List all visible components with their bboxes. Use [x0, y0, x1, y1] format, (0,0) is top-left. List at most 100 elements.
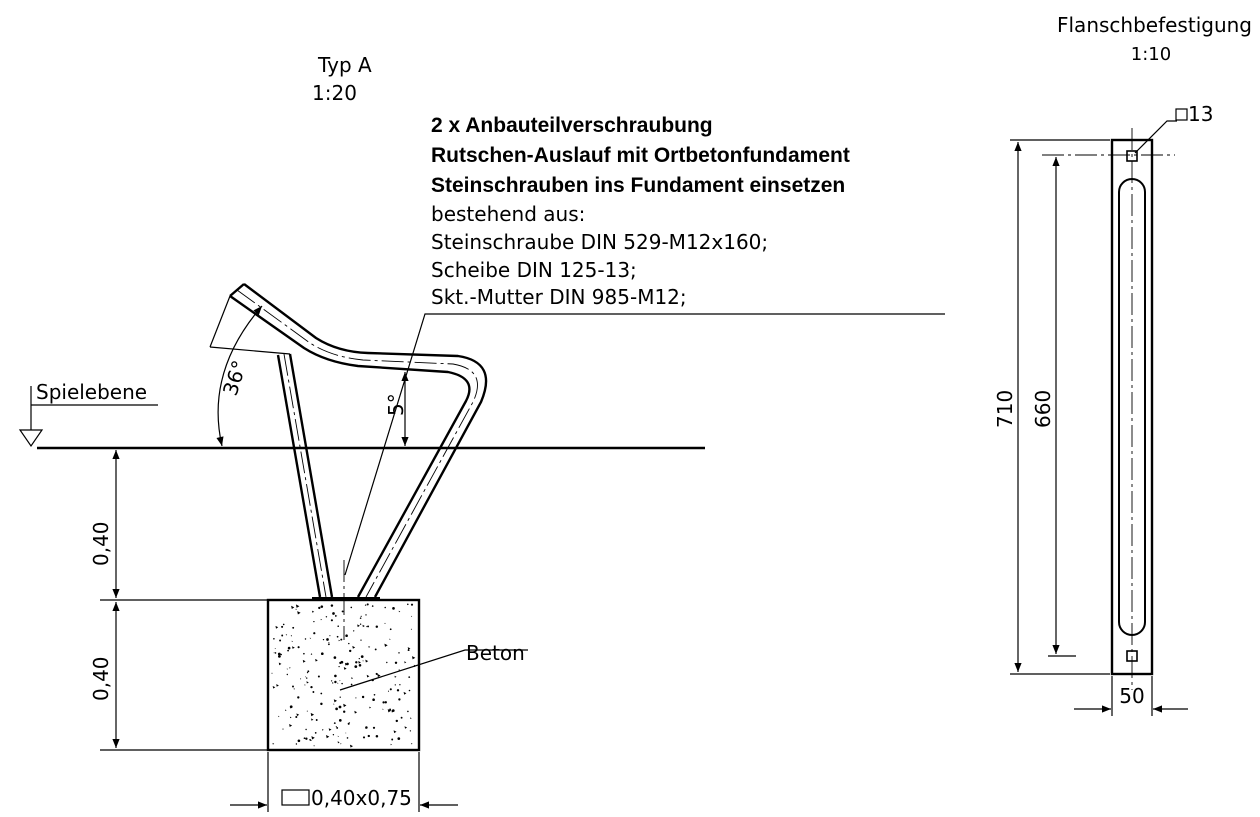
concrete-speckle [384, 622, 386, 624]
concrete-speckle [412, 656, 416, 660]
concrete-speckle [339, 680, 341, 682]
concrete-speckle [285, 709, 287, 711]
note-line-4: bestehend aus: [431, 202, 585, 226]
concrete-speckle [305, 676, 307, 678]
concrete-speckle [297, 696, 300, 699]
concrete-speckle [317, 675, 320, 678]
concrete-speckle [304, 638, 307, 640]
concrete-speckle [398, 652, 400, 654]
concrete-speckle [350, 683, 353, 686]
angle-5-label: 5° [384, 393, 408, 416]
concrete-speckle [351, 677, 354, 680]
concrete-speckle [387, 709, 392, 713]
concrete-speckle [320, 702, 323, 706]
concrete-speckle [390, 743, 392, 746]
square-section-symbol [281, 789, 310, 806]
concrete-speckle [314, 732, 317, 734]
bottom-hole [1126, 650, 1138, 662]
hole-size-label: 13 [1188, 102, 1213, 126]
top-hole [1126, 150, 1138, 162]
concrete-speckle [387, 690, 390, 692]
concrete-speckle [292, 626, 295, 629]
concrete-speckle [343, 710, 346, 713]
concrete-speckle [312, 610, 315, 613]
concrete-speckle [366, 674, 370, 678]
angle-36-base [209, 346, 291, 355]
concrete-speckle [295, 608, 297, 610]
beton-label: Beton [466, 641, 525, 665]
concrete-speckle [358, 657, 360, 660]
concrete-speckle [338, 719, 342, 722]
concrete-speckle [393, 730, 397, 734]
concrete-speckle [286, 668, 288, 670]
concrete-speckle [313, 745, 315, 747]
concrete-speckle [375, 672, 378, 675]
note-line-2: Rutschen-Auslauf mit Ortbetonfundament [431, 144, 850, 167]
concrete-speckle [296, 713, 300, 717]
concrete-speckle [347, 722, 350, 725]
concrete-speckle [327, 643, 330, 646]
concrete-foundation [266, 598, 421, 752]
concrete-speckle [320, 692, 323, 695]
concrete-speckle [310, 653, 313, 655]
concrete-speckle [310, 685, 313, 689]
angle-36-arc [216, 305, 263, 447]
tube-outline-bottom [229, 295, 471, 598]
concrete-speckle [278, 662, 282, 666]
concrete-speckle [276, 684, 279, 687]
concrete-speckle [345, 634, 348, 637]
concrete-speckle [384, 643, 388, 647]
concrete-speckle [304, 684, 306, 686]
note-line-1: 2 x Anbauteilverschraubung [431, 114, 713, 137]
concrete-speckle [272, 686, 276, 689]
concrete-speckle [365, 727, 367, 729]
concrete-speckle [394, 675, 397, 678]
concrete-speckle [354, 710, 358, 714]
concrete-speckle [335, 614, 338, 618]
concrete-speckle [357, 624, 360, 628]
concrete-speckle [349, 744, 353, 748]
concrete-speckle [368, 646, 371, 648]
concrete-speckle [287, 646, 291, 650]
concrete-speckle [337, 741, 340, 744]
concrete-speckle [396, 689, 400, 692]
concrete-speckle [341, 610, 344, 613]
concrete-speckle [313, 620, 315, 623]
concrete-speckle [407, 647, 411, 650]
concrete-speckle [386, 661, 388, 664]
concrete-speckle [361, 695, 365, 699]
concrete-speckle [389, 628, 392, 631]
concrete-speckle [358, 664, 362, 667]
concrete-speckle [349, 649, 352, 653]
concrete-speckle [359, 617, 362, 619]
concrete-speckle [397, 737, 401, 740]
concrete-speckle [292, 646, 295, 649]
concrete-speckle [311, 736, 315, 740]
note-leader-line [344, 313, 945, 576]
concrete-speckle [345, 732, 347, 734]
concrete-speckle [306, 681, 309, 684]
concrete-speckle [286, 673, 288, 676]
ground-label: Spielebene [36, 380, 147, 404]
concrete-speckle [272, 742, 275, 745]
angle-36-label: 36° [218, 357, 252, 398]
concrete-speckle [411, 615, 413, 617]
concrete-speckle [306, 677, 308, 679]
concrete-speckle [315, 658, 318, 662]
concrete-speckle [407, 603, 409, 606]
concrete-speckle [289, 667, 291, 669]
concrete-speckle [375, 625, 379, 628]
concrete-speckle [398, 669, 400, 671]
concrete-speckle [295, 604, 300, 608]
concrete-speckle [352, 645, 356, 649]
concrete-speckle [408, 689, 411, 692]
concrete-speckle [362, 624, 365, 628]
concrete-speckle [367, 734, 370, 738]
concrete-speckle [305, 728, 307, 731]
flange-scale: 1:10 [1131, 44, 1171, 65]
concrete-speckle [344, 662, 348, 666]
concrete-speckle [394, 684, 396, 686]
concrete-speckle [360, 655, 364, 658]
concrete-speckle [289, 716, 292, 719]
